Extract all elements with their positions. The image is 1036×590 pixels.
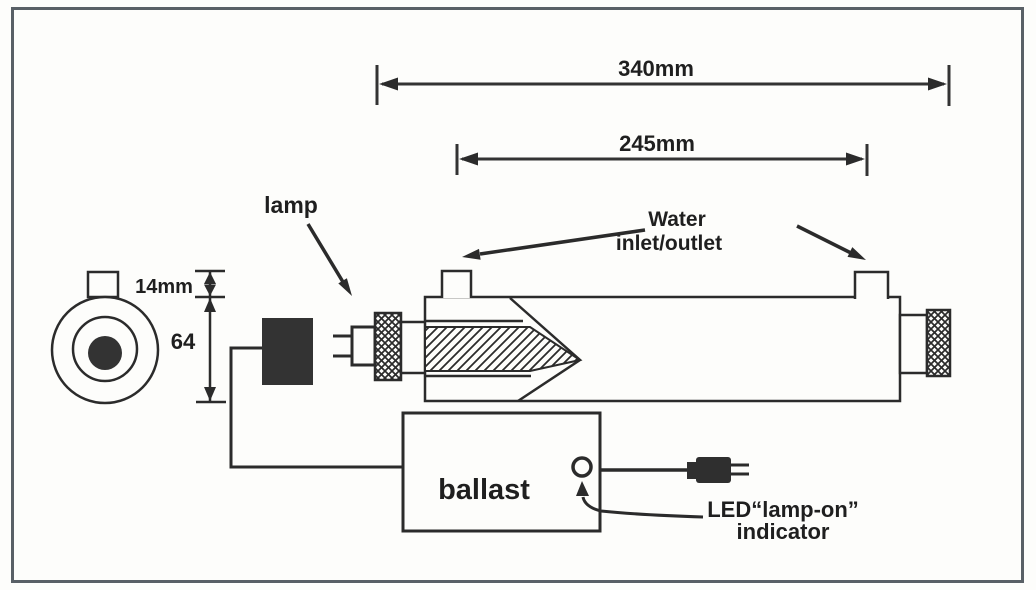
led-label-line2: indicator <box>737 519 830 544</box>
dim-245-label: 245mm <box>619 131 695 156</box>
lamp-arrow-head <box>338 278 352 296</box>
dim-340-arrow-left <box>379 77 398 91</box>
power-block <box>262 318 313 385</box>
lamp-label: lamp <box>264 192 318 218</box>
power-plug-cap <box>687 462 698 479</box>
dimension-245 <box>455 144 869 176</box>
led-label-line1: LED“lamp-on” <box>707 497 859 522</box>
led-pointer-arrowhead <box>576 481 589 496</box>
dim-64-label: 64 <box>171 329 196 354</box>
ballast-wire <box>229 346 403 469</box>
dim-14-arrow-up <box>204 272 216 284</box>
knurled-nut-left <box>373 311 403 382</box>
water-port-left <box>440 269 473 298</box>
ballast-label: ballast <box>438 474 530 506</box>
power-cord-assembly <box>600 457 749 483</box>
water-label-line2: inlet/outlet <box>616 232 722 255</box>
end-view-middle-circle <box>71 315 139 383</box>
knurled-nut-right <box>925 308 952 378</box>
water-arrow-right-line <box>796 224 852 255</box>
frame-border <box>11 7 1024 583</box>
water-arrow-left-head <box>462 248 481 260</box>
water-port-right <box>853 270 890 299</box>
end-view-port <box>86 270 120 299</box>
led-indicator-circle <box>571 456 593 478</box>
dim-14-arrow-down <box>204 284 216 296</box>
end-view <box>50 270 160 405</box>
lamp-tube-hatched <box>424 326 583 372</box>
chamber-neck-right <box>898 313 929 375</box>
dim-340-arrow-right <box>928 77 947 91</box>
lamp-assembly <box>333 311 428 382</box>
water-arrow-left-line <box>479 228 646 256</box>
chamber <box>423 269 952 403</box>
led-pointer-line <box>581 496 704 519</box>
lamp-base <box>350 325 377 367</box>
sleeve-collar <box>399 320 428 375</box>
dim-14-label: 14mm <box>135 276 193 298</box>
ballast-box <box>401 411 602 533</box>
dim-245-arrow-right <box>846 152 865 166</box>
lamp-arrow-line <box>306 223 345 283</box>
dim-64-arrow-up <box>204 298 216 312</box>
dimension-340 <box>375 65 951 106</box>
dim-245-arrow-left <box>459 152 478 166</box>
end-view-center-dot <box>88 336 122 370</box>
power-plug-body <box>696 457 731 483</box>
dim-64-arrow-down <box>204 387 216 401</box>
dimension-vertical <box>195 269 226 404</box>
dim-340-label: 340mm <box>618 56 694 81</box>
water-label-line1: Water <box>648 208 706 231</box>
water-arrow-right-head <box>847 247 866 260</box>
